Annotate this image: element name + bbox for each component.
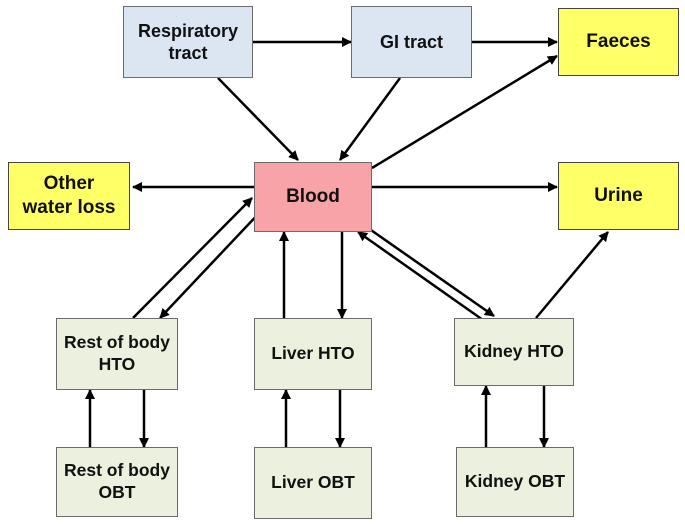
node-kidney-obt: Kidney OBT <box>456 447 574 517</box>
node-blood: Blood <box>254 162 372 232</box>
node-respiratory-tract: Respiratory tract <box>123 6 253 78</box>
arrow-gi-to-blood <box>338 77 402 161</box>
node-kidney-hto: Kidney HTO <box>454 318 574 386</box>
node-liver-hto: Liver HTO <box>254 318 372 390</box>
arrow-respiratory-to-blood <box>217 77 299 161</box>
arrow-rest-of-body-hto-to-blood <box>132 197 253 319</box>
node-liver-obt: Liver OBT <box>254 447 372 519</box>
arrow-kidney-hto-to-urine <box>535 231 609 319</box>
node-rest-of-body-obt: Rest of body OBT <box>56 447 178 517</box>
node-faeces: Faeces <box>558 8 679 76</box>
arrow-kidney-hto-to-blood <box>357 230 484 322</box>
arrow-blood-to-kidney-hto <box>367 226 495 318</box>
arrow-blood-to-rest-of-body-hto <box>159 209 263 319</box>
arrow-blood-to-faeces <box>371 54 558 170</box>
node-rest-of-body-hto: Rest of body HTO <box>56 318 178 390</box>
node-other-water-loss: Other water loss <box>8 162 130 230</box>
node-gi-tract: GI tract <box>351 6 472 78</box>
node-urine: Urine <box>558 162 679 230</box>
